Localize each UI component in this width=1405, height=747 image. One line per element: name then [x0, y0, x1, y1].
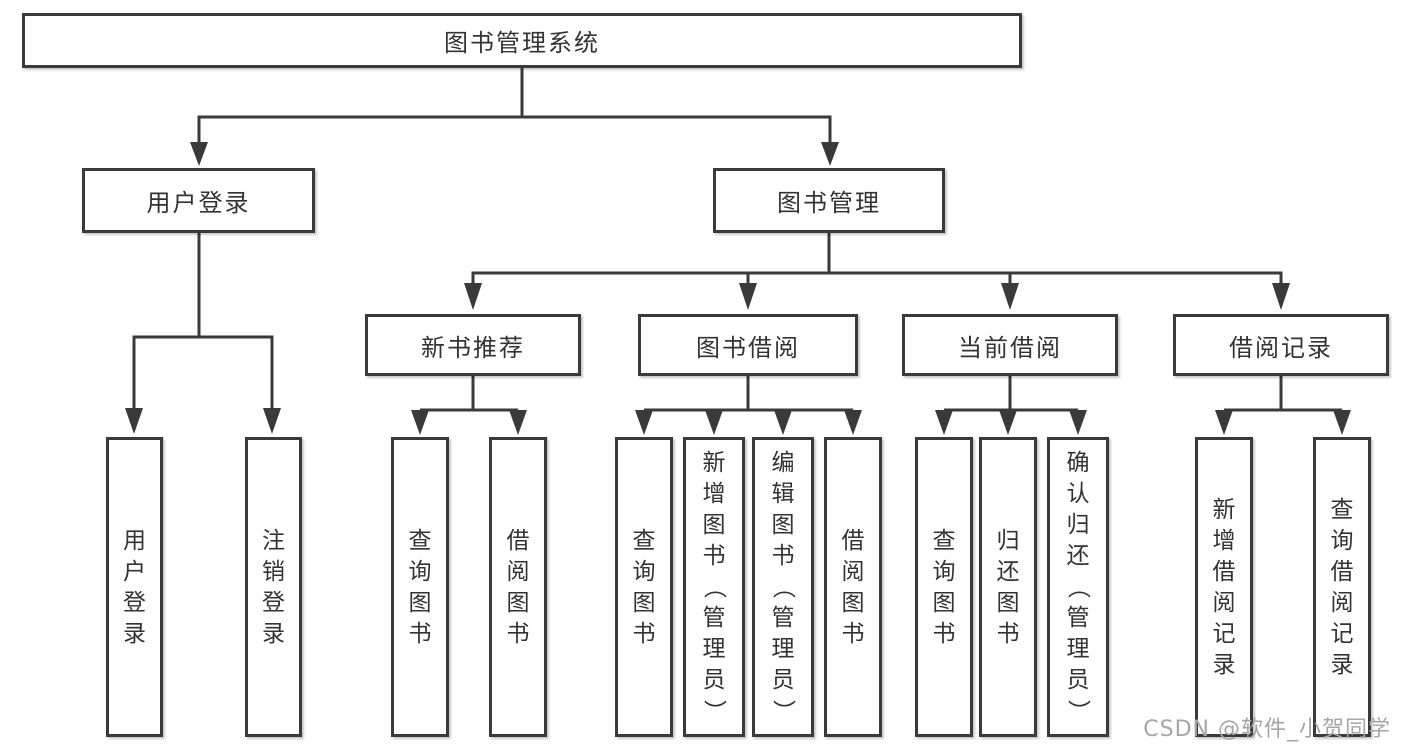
leaf-recommend-query-books: 查询图书	[391, 437, 449, 737]
leaf-add-borrow-record: 新增借阅记录	[1195, 437, 1253, 737]
leaf-add-borrow-record-label: 新增借阅记录	[1212, 496, 1236, 678]
node-user-login: 用户登录	[82, 168, 315, 233]
leaf-current-query-books: 查询图书	[915, 437, 973, 737]
watermark: CSDN @软件_小贺同学	[1143, 717, 1391, 742]
leaf-logout-label: 注销登录	[262, 527, 285, 647]
connector-borrow-children	[635, 376, 862, 435]
leaf-recommend-query-books-label: 查询图书	[408, 527, 432, 647]
leaf-confirm-return-admin: 确认归还（管理员）	[1047, 437, 1109, 737]
connector-recommend-children	[411, 376, 527, 435]
connector-root-to-level2	[190, 68, 839, 166]
leaf-logout: 注销登录	[245, 437, 302, 737]
leaf-edit-book-admin: 编辑图书（管理员）	[752, 437, 814, 737]
leaf-return-books-label: 归还图书	[996, 527, 1020, 647]
connector-user-login-children	[125, 232, 281, 434]
leaf-return-books: 归还图书	[979, 437, 1037, 737]
leaf-add-book-admin-label: 新增图书（管理员）	[701, 450, 727, 723]
node-book-management-label: 图书管理	[777, 189, 881, 217]
node-new-book-recommend-label: 新书推荐	[421, 333, 525, 362]
node-borrow-records-label: 借阅记录	[1229, 333, 1333, 362]
node-user-login-label: 用户登录	[146, 189, 251, 217]
node-root: 图书管理系统	[22, 13, 1022, 68]
node-current-borrow-label: 当前借阅	[958, 333, 1062, 362]
node-current-borrow: 当前借阅	[902, 314, 1118, 376]
leaf-current-query-books-label: 查询图书	[932, 527, 956, 647]
leaf-query-borrow-record-label: 查询借阅记录	[1330, 496, 1354, 678]
leaf-recommend-borrow-books: 借阅图书	[489, 437, 547, 737]
leaf-query-borrow-record: 查询借阅记录	[1313, 437, 1371, 737]
node-book-borrow-label: 图书借阅	[696, 333, 800, 362]
connector-book-management-to-level3	[464, 233, 1290, 310]
node-new-book-recommend: 新书推荐	[365, 314, 581, 376]
leaf-user-login: 用户登录	[106, 437, 163, 737]
node-book-management: 图书管理	[713, 168, 945, 233]
leaf-borrow-query-books-label: 查询图书	[632, 527, 656, 647]
leaf-add-book-admin: 新增图书（管理员）	[683, 437, 745, 737]
leaf-user-login-label: 用户登录	[123, 527, 146, 647]
leaf-edit-book-admin-label: 编辑图书（管理员）	[770, 450, 796, 723]
leaf-borrow-query-books: 查询图书	[615, 437, 673, 737]
leaf-borrow-borrow-books: 借阅图书	[824, 437, 882, 737]
node-root-label: 图书管理系统	[444, 29, 600, 57]
leaf-confirm-return-admin-label: 确认归还（管理员）	[1065, 450, 1091, 723]
node-borrow-records: 借阅记录	[1173, 314, 1389, 376]
connector-records-children	[1215, 376, 1351, 435]
leaf-recommend-borrow-books-label: 借阅图书	[506, 527, 530, 647]
connector-current-children	[935, 376, 1087, 435]
node-book-borrow: 图书借阅	[638, 314, 858, 376]
leaf-borrow-borrow-books-label: 借阅图书	[841, 527, 865, 647]
